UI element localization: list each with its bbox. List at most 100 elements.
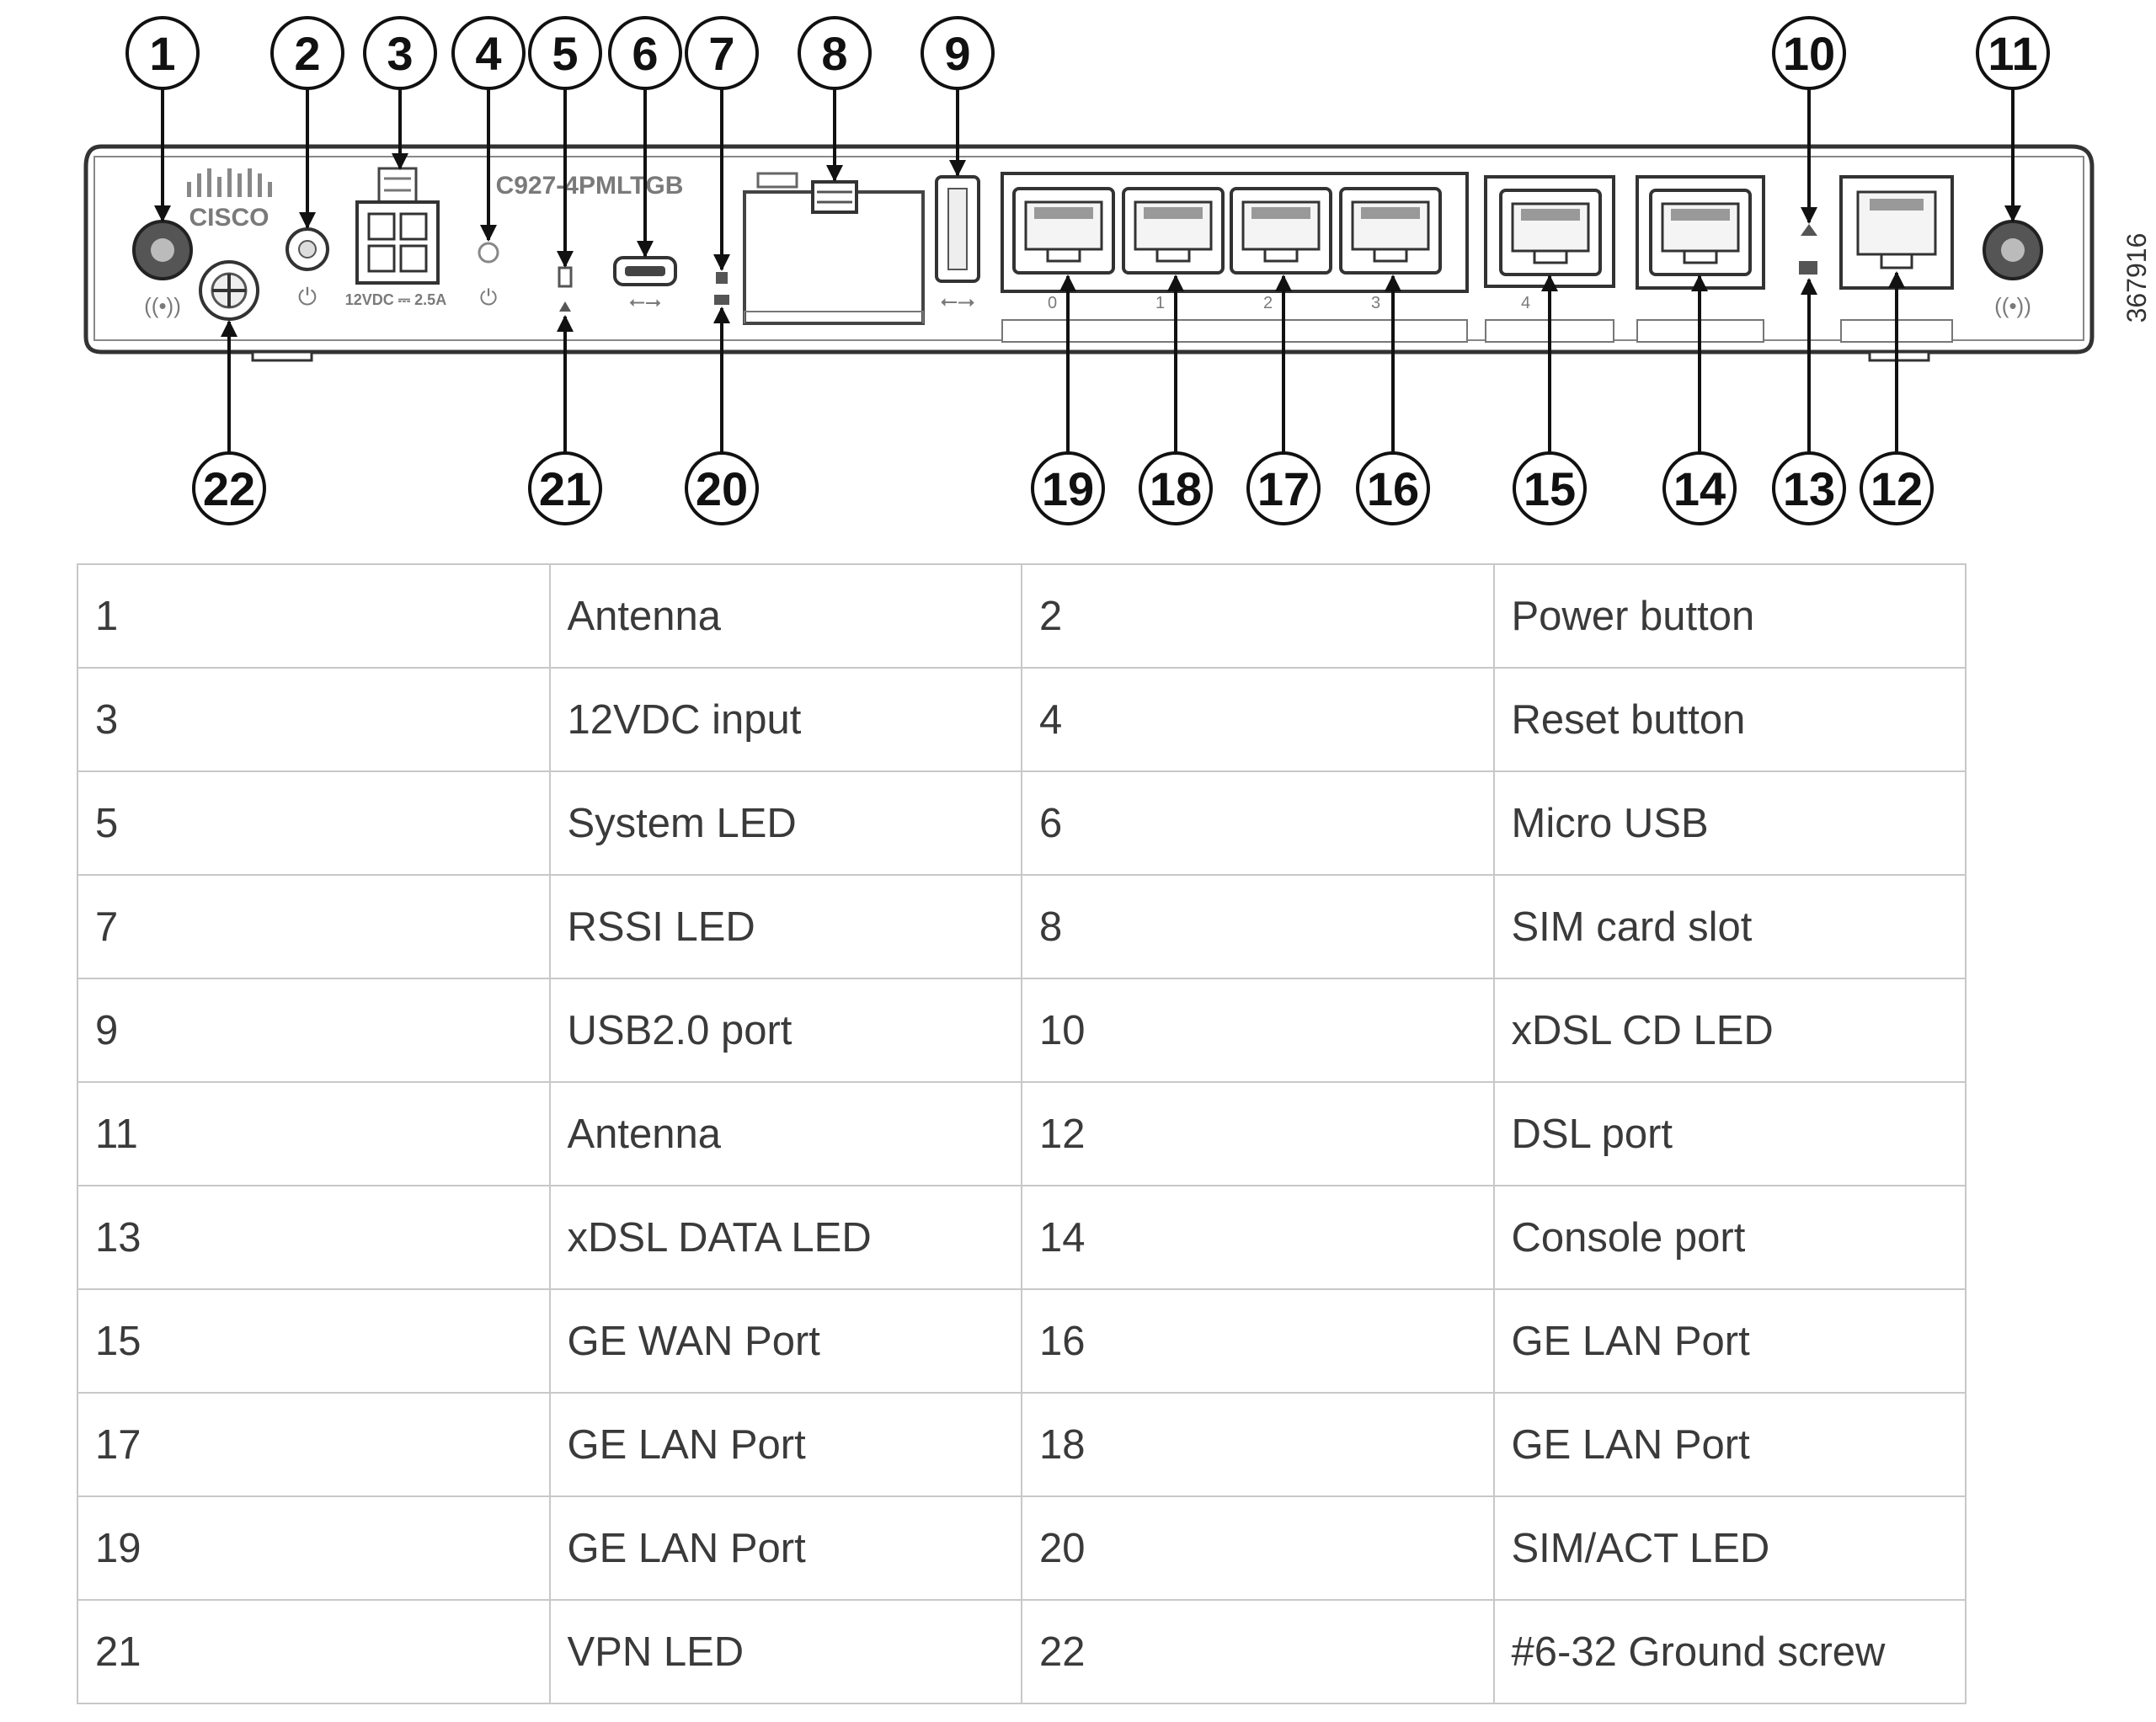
legend-number: 19 bbox=[77, 1495, 551, 1601]
lan-port-3-icon bbox=[1339, 187, 1442, 275]
legend-label: Micro USB bbox=[1492, 770, 1967, 876]
legend-label: SIM/ACT LED bbox=[1492, 1495, 1967, 1601]
model-label: C927-4PMLTGB bbox=[496, 172, 684, 200]
svg-text:10: 10 bbox=[1783, 27, 1835, 80]
svg-text:⭠⭢: ⭠⭢ bbox=[940, 288, 975, 313]
ground-screw-icon bbox=[199, 260, 259, 321]
svg-text:9: 9 bbox=[944, 27, 970, 80]
legend-number: 13 bbox=[77, 1185, 551, 1290]
legend-number: 4 bbox=[1021, 667, 1495, 772]
callout-12: 12 bbox=[1860, 451, 1934, 525]
legend-number: 21 bbox=[77, 1599, 551, 1704]
svg-text:2: 2 bbox=[294, 27, 320, 80]
port-number-1: 1 bbox=[1155, 294, 1165, 312]
svg-text:11: 11 bbox=[1988, 27, 2037, 80]
dc-power-input-icon: 12VDC ⎓ 2.5A bbox=[345, 167, 446, 308]
legend-number: 18 bbox=[1021, 1392, 1495, 1497]
legend-number: 10 bbox=[1021, 978, 1495, 1083]
legend-label: GE LAN Port bbox=[1492, 1288, 1967, 1394]
callout-2: 2 bbox=[270, 16, 344, 90]
legend-label: GE LAN Port bbox=[548, 1495, 1022, 1601]
reset-button-icon: ⏻ bbox=[478, 242, 499, 310]
legend-label: VPN LED bbox=[548, 1599, 1022, 1704]
legend-label: System LED bbox=[548, 770, 1022, 876]
svg-text:3: 3 bbox=[387, 27, 413, 80]
port-number-3: 3 bbox=[1371, 294, 1380, 312]
callout-5: 5 bbox=[528, 16, 602, 90]
legend-label: 12VDC input bbox=[548, 667, 1022, 772]
legend-number: 6 bbox=[1021, 770, 1495, 876]
legend-label: Antenna bbox=[548, 1081, 1022, 1186]
svg-text:⏻: ⏻ bbox=[298, 284, 317, 310]
system-led-icon bbox=[558, 266, 573, 288]
legend-label: xDSL DATA LED bbox=[548, 1185, 1022, 1290]
legend-label: Console port bbox=[1492, 1185, 1967, 1290]
legend-number: 17 bbox=[77, 1392, 551, 1497]
lan-port-2-icon bbox=[1230, 187, 1332, 275]
callouts-top: 1 2 3 4 5 6 7 8 9 10 11 bbox=[125, 16, 2050, 90]
power-button-icon: ⏻ bbox=[286, 227, 329, 310]
micro-usb-port-icon: ⭠⭢ bbox=[613, 256, 677, 313]
callout-13: 13 bbox=[1772, 451, 1846, 525]
vpn-led-icon bbox=[559, 301, 571, 312]
legend-number: 3 bbox=[77, 667, 551, 772]
xdsl-data-led-icon bbox=[1799, 261, 1817, 275]
callout-18: 18 bbox=[1139, 451, 1213, 525]
callout-9: 9 bbox=[921, 16, 995, 90]
legend-label: GE WAN Port bbox=[548, 1288, 1022, 1394]
legend-number: 2 bbox=[1021, 563, 1495, 669]
power-rating-label: 12VDC ⎓ 2.5A bbox=[345, 291, 446, 308]
callout-15: 15 bbox=[1513, 451, 1587, 525]
lan-port-0-icon bbox=[1012, 187, 1115, 275]
svg-text:20: 20 bbox=[696, 462, 748, 515]
legend-label: USB2.0 port bbox=[548, 978, 1022, 1083]
callout-6: 6 bbox=[608, 16, 682, 90]
svg-text:14: 14 bbox=[1673, 462, 1726, 515]
xdsl-cd-led-icon bbox=[1801, 224, 1817, 236]
legend-label: #6-32 Ground screw bbox=[1492, 1599, 1967, 1704]
callout-1: 1 bbox=[125, 16, 200, 90]
sim-act-led-icon bbox=[714, 295, 729, 305]
callout-8: 8 bbox=[798, 16, 872, 90]
legend-label: Antenna bbox=[548, 563, 1022, 669]
svg-text:7: 7 bbox=[708, 27, 734, 80]
legend-number: 20 bbox=[1021, 1495, 1495, 1601]
callout-7: 7 bbox=[685, 16, 759, 90]
callout-10: 10 bbox=[1772, 16, 1846, 90]
cisco-logo: CISCO bbox=[187, 168, 272, 232]
document-id: 367916 bbox=[2121, 233, 2152, 323]
legend-number: 12 bbox=[1021, 1081, 1495, 1186]
svg-text:13: 13 bbox=[1783, 462, 1835, 515]
dsl-port-icon bbox=[1839, 175, 1954, 343]
port-number-0: 0 bbox=[1048, 294, 1057, 312]
legend-label: xDSL CD LED bbox=[1492, 978, 1967, 1083]
svg-text:1: 1 bbox=[149, 27, 175, 80]
svg-text:5: 5 bbox=[552, 27, 578, 80]
lan-port-group: 0 1 2 3 bbox=[1001, 172, 1469, 343]
svg-text:⭠⭢: ⭠⭢ bbox=[629, 291, 661, 313]
legend-label: RSSI LED bbox=[548, 874, 1022, 979]
legend-number: 11 bbox=[77, 1081, 551, 1186]
callout-11: 11 bbox=[1976, 16, 2050, 90]
legend-number: 5 bbox=[77, 770, 551, 876]
svg-text:4: 4 bbox=[475, 27, 501, 80]
svg-text:8: 8 bbox=[821, 27, 847, 80]
svg-text:16: 16 bbox=[1367, 462, 1419, 515]
lan-port-1-icon bbox=[1122, 187, 1225, 275]
legend-label: SIM card slot bbox=[1492, 874, 1967, 979]
svg-text:((•)): ((•)) bbox=[1994, 293, 2031, 318]
usb-port-icon: ⭠⭢ bbox=[935, 175, 980, 313]
port-number-4: 4 bbox=[1521, 294, 1530, 312]
svg-text:6: 6 bbox=[632, 27, 658, 80]
